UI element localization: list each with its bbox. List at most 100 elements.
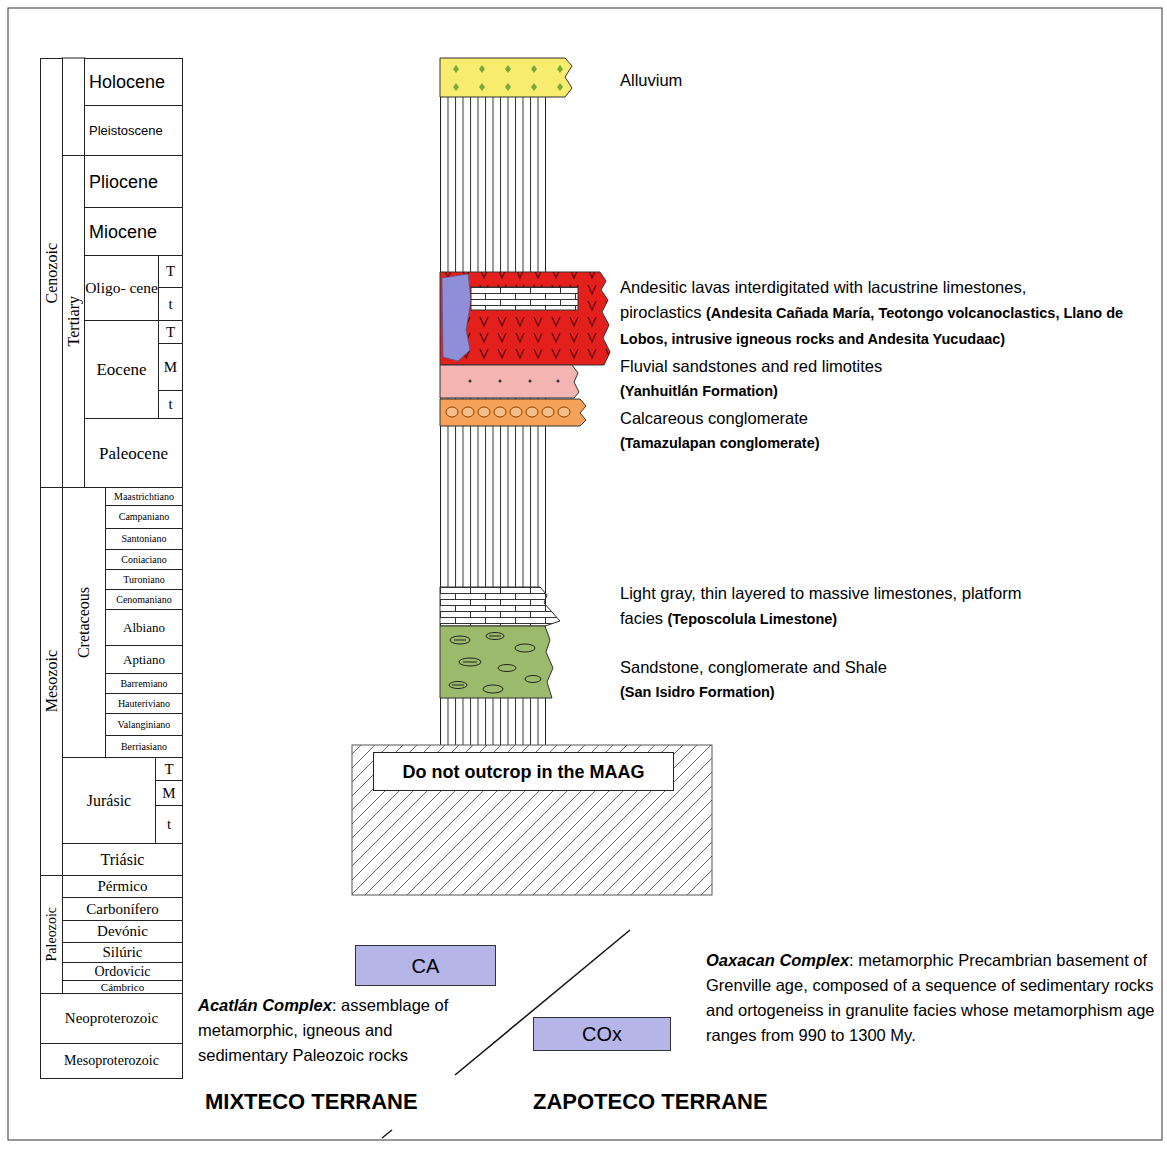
figure-frame — [8, 8, 1162, 1140]
cell-text: Neoproterozoic — [65, 1011, 158, 1026]
unit-label: (San Isidro Formation) — [620, 680, 1140, 705]
cell-text: Tertiary — [66, 296, 82, 346]
stage-cell: Santoniano — [105, 528, 183, 550]
subepoch-cell: T — [158, 255, 183, 288]
unit-label: (Teposcolula Limestone) — [667, 611, 837, 627]
cell-text: M — [164, 360, 177, 375]
cell-text: Hauteriviano — [118, 699, 170, 709]
period-cell: Jurásic — [62, 757, 156, 844]
cell-text: Devónic — [97, 924, 148, 939]
eon-cell: Mesoproterozoic — [40, 1043, 183, 1079]
epoch-cell: Pliocene — [84, 155, 183, 208]
complex-box: CA — [355, 945, 496, 986]
cell-text: Campaniano — [119, 512, 170, 522]
complex-description: Acatlán Complex — [198, 996, 332, 1014]
cell-text: Cenomaniano — [116, 595, 172, 605]
cell-text: Barremiano — [120, 679, 167, 689]
cell-text: Pleistoscene — [89, 124, 163, 137]
cell-text: Silúric — [103, 945, 143, 960]
epoch-cell: Holocene — [84, 58, 183, 106]
cell-text: Ordovicic — [95, 965, 151, 979]
epoch-cell: Paleocene — [84, 418, 183, 488]
terrane-label: ZAPOTECO TERRANE — [533, 1088, 833, 1116]
unit-label-group: Fluvial sandstones and red limotites(Yan… — [620, 354, 1160, 404]
unit-label-group: Andesitic lavas interdigitated with lacu… — [620, 275, 1160, 352]
sandstone-layer — [440, 365, 579, 398]
terrane-label-group: ZAPOTECO TERRANE — [533, 1088, 833, 1116]
cell-text: Holocene — [89, 73, 165, 91]
cell-text: Miocene — [89, 223, 157, 241]
period-cell: Carbonífero — [62, 897, 183, 921]
unit-label-group: Alluvium — [620, 68, 920, 93]
limestone-layer — [440, 587, 560, 626]
unit-label: Sandstone, conglomerate and Shale — [620, 655, 1140, 680]
epoch-cell: Miocene — [84, 207, 183, 256]
shale-layer — [440, 626, 553, 698]
note-box: Do not outcrop in the MAAG — [373, 752, 674, 791]
period-cell: Triásic — [62, 843, 183, 876]
cell-text: Santoniano — [122, 534, 167, 544]
stage-cell: Berriasiano — [105, 735, 183, 758]
cell-text: COx — [582, 1024, 622, 1044]
stage-cell: Coniaciano — [105, 549, 183, 570]
stage-cell: Turoniano — [105, 569, 183, 590]
period-cell: Cretaceous — [62, 487, 106, 758]
period-cell: Ordovicic — [62, 962, 183, 981]
hatched-basement — [352, 745, 712, 895]
conglomerate-layer — [440, 399, 586, 426]
subepoch-cell: M — [155, 780, 183, 806]
cell-text: Carbonífero — [86, 902, 158, 917]
cell-text: Paleocene — [99, 445, 168, 462]
unit-label: Fluvial sandstones and red limotites — [620, 354, 1160, 379]
cell-text: Pliocene — [89, 173, 158, 191]
cell-text: t — [167, 817, 171, 832]
cell-text: Berriasiano — [121, 742, 167, 752]
stage-cell: Campaniano — [105, 505, 183, 529]
epoch-cell: Pleistoscene — [84, 105, 183, 156]
subepoch-cell: M — [158, 343, 183, 391]
cell-text: Turoniano — [123, 575, 164, 585]
period-cell: Tertiary — [62, 155, 85, 488]
cell-text: Cretaceous — [76, 587, 92, 658]
cell-text: T — [166, 264, 175, 279]
cell-text: Do not outcrop in the MAAG — [403, 763, 645, 781]
period-cell: Pérmico — [62, 875, 183, 898]
cell-text: t — [168, 397, 172, 412]
cell-text: t — [168, 297, 172, 312]
unit-label: (Tamazulapan conglomerate) — [620, 431, 1160, 456]
cell-text: Oligo- cene — [85, 279, 158, 296]
epoch-cell: Eocene — [84, 320, 159, 419]
cell-text: M — [162, 786, 175, 801]
terrane-label: MIXTECO TERRANE — [205, 1088, 455, 1116]
unit-label-group: Light gray, thin layered to massive lime… — [620, 581, 1140, 632]
complex-description-group: Oaxacan Complex: metamorphic Precambrian… — [706, 948, 1160, 1048]
cell-text: Mesoproterozoic — [64, 1054, 159, 1068]
period-cell: Silúric — [62, 942, 183, 963]
stage-cell: Maastrichtiano — [105, 487, 183, 506]
stage-cell: Albiano — [105, 609, 183, 646]
cell-text: Maastrichtiano — [114, 492, 174, 502]
cell-text: T — [166, 325, 175, 340]
cell-text: Paleozoic — [45, 907, 59, 961]
terrane-label-group: MIXTECO TERRANE — [205, 1088, 455, 1116]
subepoch-cell: T — [155, 757, 183, 781]
subepoch-cell: T — [158, 320, 183, 344]
blank-cell — [62, 58, 85, 156]
unit-label-group: Sandstone, conglomerate and Shale(San Is… — [620, 655, 1140, 705]
cell-text: Mesozoic — [44, 650, 60, 712]
stage-cell: Cenomaniano — [105, 589, 183, 610]
cell-text: T — [164, 762, 173, 777]
stage-cell: Aptiano — [105, 645, 183, 674]
unit-label: Alluvium — [620, 68, 920, 93]
cell-text: Cámbrico — [101, 982, 144, 993]
unit-label: (Yanhuitlán Formation) — [620, 379, 1160, 404]
complex-description: Oaxacan Complex — [706, 951, 849, 969]
cell-text: Pérmico — [98, 879, 148, 894]
cell-text: Cenozoic — [44, 243, 60, 303]
stage-cell: Valanginiano — [105, 713, 183, 736]
eon-cell: Neoproterozoic — [40, 993, 183, 1044]
stage-cell: Barremiano — [105, 673, 183, 694]
subepoch-cell: t — [158, 287, 183, 321]
era-cell: Mesozoic — [40, 487, 63, 876]
